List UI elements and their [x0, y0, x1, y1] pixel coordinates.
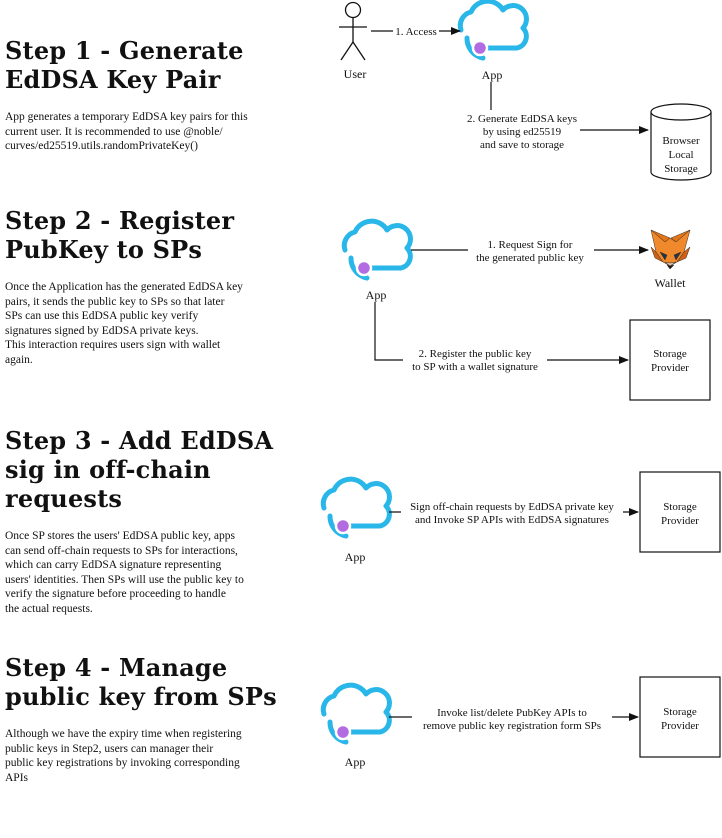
step1-title-line2: EdDSA Key Pair — [5, 65, 221, 94]
access-label: 1. Access — [395, 26, 437, 38]
storage-label-line: Browser — [662, 135, 700, 147]
step4-title-line1: Step 4 - Manage — [5, 653, 228, 682]
provider-label-line: Storage — [663, 501, 697, 513]
step2-desc-line: SPs can use this EdDSA public key verify — [5, 310, 199, 322]
provider-label-line: Provider — [661, 720, 699, 732]
sign-label-line: and Invoke SP APIs with EdDSA signatures — [415, 514, 609, 526]
step4-title-line2: public key from SPs — [5, 682, 277, 711]
step3-desc-line: can send off-chain requests to SPs for i… — [5, 544, 238, 557]
step3-title: Step 3 - Add EdDSA sig in off-chain requ… — [5, 426, 273, 513]
sign-label-line: Sign off-chain requests by EdDSA private… — [410, 501, 614, 513]
database-icon — [650, 103, 712, 181]
step4-desc-line: public key registrations by invoking cor… — [5, 757, 240, 769]
invoke-label-line: Invoke list/delete PubKey APIs to — [437, 707, 587, 719]
app-cloud-icon — [323, 685, 389, 742]
step2-desc-line: Once the Application has the generated E… — [5, 281, 243, 293]
app-cloud-icon — [460, 1, 526, 58]
step3-desc-line: which can carry EdDSA signature represen… — [5, 559, 222, 571]
step4-description: Although we have the expiry time when re… — [5, 727, 242, 785]
provider-label-line: Storage — [653, 348, 687, 360]
storage-provider-box — [629, 319, 711, 401]
storage-provider-box — [639, 471, 721, 553]
step4-app-label: App — [345, 755, 366, 769]
step3-desc-line: the actual requests. — [5, 602, 93, 615]
step4-desc-line: APIs — [5, 771, 29, 784]
generate-label-line: by using ed25519 — [483, 126, 562, 138]
step2-title-line2: PubKey to SPs — [5, 235, 203, 264]
storage-label-line: Storage — [664, 163, 698, 175]
step2-description: Once the Application has the generated E… — [5, 280, 243, 367]
step1-desc-line: current user. It is recommended to use @… — [5, 125, 223, 138]
invoke-label-line: remove public key registration form SPs — [423, 720, 601, 732]
generate-label-line: 2. Generate EdDSA keys — [467, 113, 577, 125]
step1-app-label: App — [482, 68, 503, 82]
step4-desc-line: public keys in Step2, users can manager … — [5, 742, 214, 755]
user-icon — [339, 1, 367, 61]
step3-desc-line: Once SP stores the users' EdDSA public k… — [5, 530, 235, 542]
step3-title-line2: sig in off-chain — [5, 455, 211, 484]
step1-desc-line: App generates a temporary EdDSA key pair… — [5, 111, 248, 123]
request-label-line: the generated public key — [476, 252, 584, 264]
step1-desc-line: curves/ed25519.utils.randomPrivateKey() — [5, 140, 198, 152]
storage-label-line: Local — [668, 149, 693, 161]
step3-desc-line: verify the signature before proceeding t… — [5, 588, 226, 600]
step4-desc-line: Although we have the expiry time when re… — [5, 728, 242, 740]
wallet-label: Wallet — [654, 276, 686, 290]
step2-desc-line: pairs, it sends the public key to SPs so… — [5, 295, 225, 308]
step2-desc-line: again. — [5, 353, 33, 366]
register-label-line: 2. Register the public key — [419, 348, 532, 360]
provider-label-line: Provider — [661, 515, 699, 527]
register-label-line: to SP with a wallet signature — [412, 361, 538, 373]
generate-label-line: and save to storage — [480, 139, 564, 151]
metamask-fox-icon — [650, 229, 691, 270]
step3-title-line3: requests — [5, 484, 123, 513]
provider-label-line: Provider — [651, 362, 689, 374]
app-cloud-icon — [344, 221, 410, 278]
step1-description: App generates a temporary EdDSA key pair… — [5, 110, 248, 154]
step1-title-line1: Step 1 - Generate — [5, 36, 244, 65]
step2-title: Step 2 - Register PubKey to SPs — [5, 206, 234, 264]
step2-desc-line: signatures signed by EdDSA private keys. — [5, 324, 199, 337]
app-cloud-icon — [323, 479, 389, 536]
step2-app-label: App — [366, 288, 387, 302]
request-label-line: 1. Request Sign for — [488, 239, 573, 251]
step3-description: Once SP stores the users' EdDSA public k… — [5, 529, 244, 616]
provider-label-line: Storage — [663, 706, 697, 718]
user-label: User — [344, 67, 367, 81]
step2-title-line1: Step 2 - Register — [5, 206, 235, 235]
step2-desc-line: This interaction requires users sign wit… — [5, 339, 221, 351]
step4-title: Step 4 - Manage public key from SPs — [5, 653, 277, 711]
step3-desc-line: users' identities. Then SPs will use the… — [5, 573, 244, 586]
step3-app-label: App — [345, 550, 366, 564]
storage-provider-box — [639, 676, 721, 758]
step3-title-line1: Step 3 - Add EdDSA — [5, 426, 274, 455]
step1-title: Step 1 - Generate EdDSA Key Pair — [5, 36, 244, 94]
